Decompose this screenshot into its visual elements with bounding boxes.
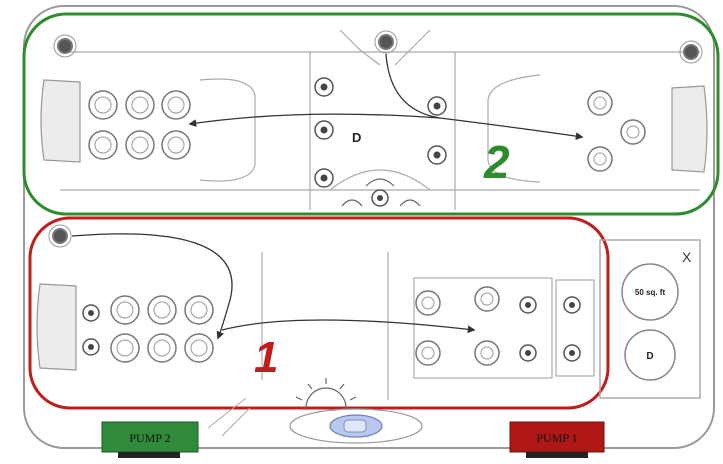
lounge-right-top	[671, 85, 708, 173]
pump-2-base	[118, 452, 180, 458]
jet-cluster-bottom-right	[415, 286, 500, 366]
jet-cluster-top-left	[88, 90, 191, 160]
lounge-left-top	[40, 79, 81, 163]
zone-2-outline	[22, 12, 720, 216]
jet-cluster-bottom-left-small-core	[88, 310, 94, 350]
center-mark: D	[352, 130, 361, 145]
zone-2-arrow-left	[188, 53, 441, 127]
jet-cluster-top-left-inner	[94, 96, 185, 154]
bottom-sketch-lines	[207, 397, 251, 437]
jet-cluster-bottom-right-inner	[421, 292, 494, 360]
zone-1-arrow-right	[221, 319, 476, 334]
zone-1-outline	[28, 216, 610, 410]
lower-structure	[261, 252, 595, 400]
upper-structure	[60, 29, 700, 210]
bottom-pond-inner	[343, 419, 367, 433]
jet-cluster-bottom-left	[110, 295, 214, 363]
side-panel-mark: X	[682, 249, 692, 265]
zone-2-arrow-right	[439, 117, 584, 140]
drain-rings	[48, 30, 703, 248]
zone-1-arrow-down	[71, 233, 233, 340]
center-fans	[341, 178, 421, 207]
center-jets-core	[320, 83, 441, 201]
jet-cluster-bottom-left-inner	[116, 301, 208, 357]
pool-outline	[23, 5, 715, 449]
pump-2-box[interactable]	[101, 421, 199, 453]
zone-2-number: 2	[483, 136, 510, 188]
side-panel-circle-top	[621, 263, 679, 321]
jet-cluster-top-right	[587, 90, 646, 172]
lounge-left-bottom	[36, 283, 77, 371]
jet-cluster-bottom-right-small	[519, 296, 581, 362]
side-panel-circle-bottom	[624, 329, 676, 381]
jet-cluster-top-right-inner	[593, 96, 640, 166]
jet-cluster-bottom-right-small-core	[525, 302, 575, 356]
drains	[52, 34, 699, 244]
pump-2-label: PUMP 2	[129, 431, 170, 445]
pump-1-label: PUMP 1	[536, 431, 577, 445]
sun-icon	[295, 378, 357, 409]
pump-1-box[interactable]	[509, 421, 605, 453]
zone-1-number: 1	[254, 333, 278, 382]
side-panel	[599, 239, 701, 399]
side-panel-circle-bottom-label: D	[646, 351, 653, 362]
pump-1-base	[526, 452, 588, 458]
bottom-pond-outline	[289, 408, 423, 444]
side-panel-circle-top-label: 50 sq. ft	[635, 288, 666, 297]
